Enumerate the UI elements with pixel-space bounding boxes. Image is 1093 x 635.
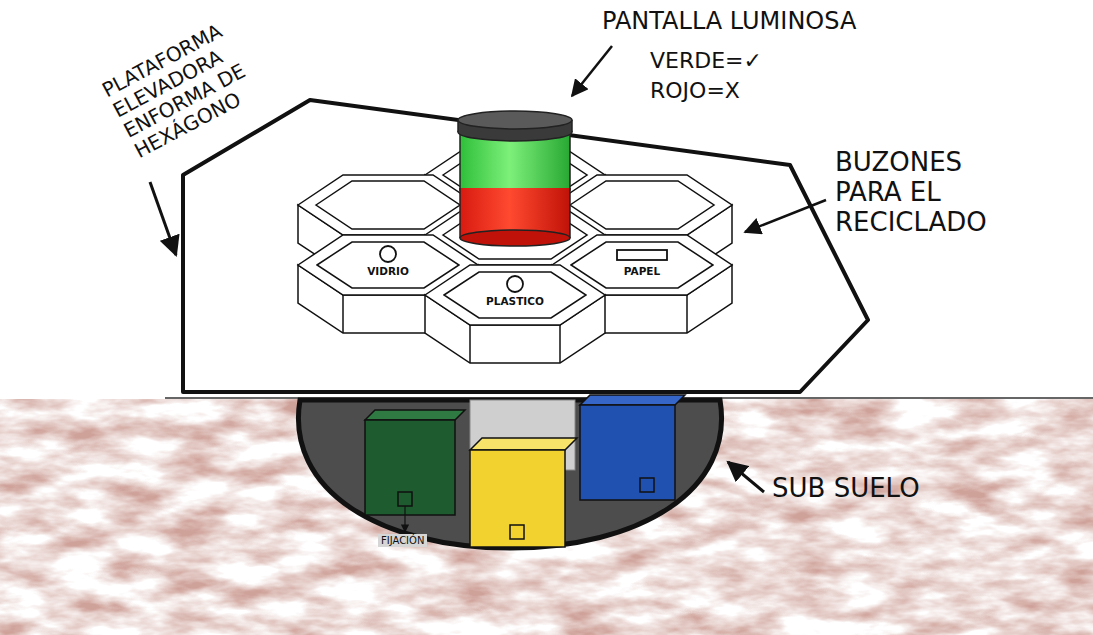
subsoil-texture: [0, 399, 1093, 635]
subsoil-ground: [0, 399, 1093, 635]
annotation-text: ROJO=X: [650, 78, 740, 103]
slot-opening: [617, 250, 667, 260]
recycling-slot: VIDRIO: [316, 241, 460, 289]
leader-arrow: [572, 46, 612, 96]
recycling-slot: PLASTICO: [443, 271, 587, 319]
annotation-text: FIJACIÓN: [378, 534, 427, 547]
leader-arrow: [150, 182, 176, 255]
slot-opening: [380, 246, 396, 262]
green-bin: [365, 410, 465, 515]
slot-label: PAPEL: [624, 265, 660, 278]
annotation-label: PLATAFORMA ELEVADORA ENFORMA DE HEXÁGONO: [98, 1, 293, 163]
slot-opening: [507, 276, 523, 292]
recycling-slot: PAPEL: [570, 241, 714, 289]
annotation-text: VERDE=✓: [650, 48, 762, 73]
annotation-label: BUZONES PARA EL RECICLADO: [835, 148, 1025, 238]
platform-outline: [183, 100, 868, 392]
annotation-label: FIJACIÓN: [378, 535, 448, 547]
annotation-text: SUB SUELO: [772, 473, 920, 503]
blue-bin: [580, 395, 685, 500]
annotation-label: VERDE=✓: [650, 48, 810, 73]
leader-arrow: [745, 200, 826, 232]
hex-module: [425, 265, 605, 363]
annotation-text: PLATAFORMA ELEVADORA ENFORMA DE HEXÁGONO: [98, 19, 249, 163]
base-disc: [298, 400, 721, 548]
light-screen: [458, 111, 572, 246]
annotation-text: BUZONES PARA EL RECICLADO: [835, 147, 987, 237]
yellow-bin: [470, 438, 577, 547]
leader-arrow: [728, 462, 764, 492]
annotation-label: SUB SUELO: [772, 474, 972, 504]
annotation-label: PANTALLA LUMINOSA: [602, 8, 902, 36]
slot-label: VIDRIO: [367, 265, 409, 278]
annotation-text: PANTALLA LUMINOSA: [602, 7, 856, 35]
annotation-label: ROJO=X: [650, 78, 810, 103]
slot-label: PLASTICO: [486, 295, 544, 308]
fixation-leader: [404, 506, 405, 532]
